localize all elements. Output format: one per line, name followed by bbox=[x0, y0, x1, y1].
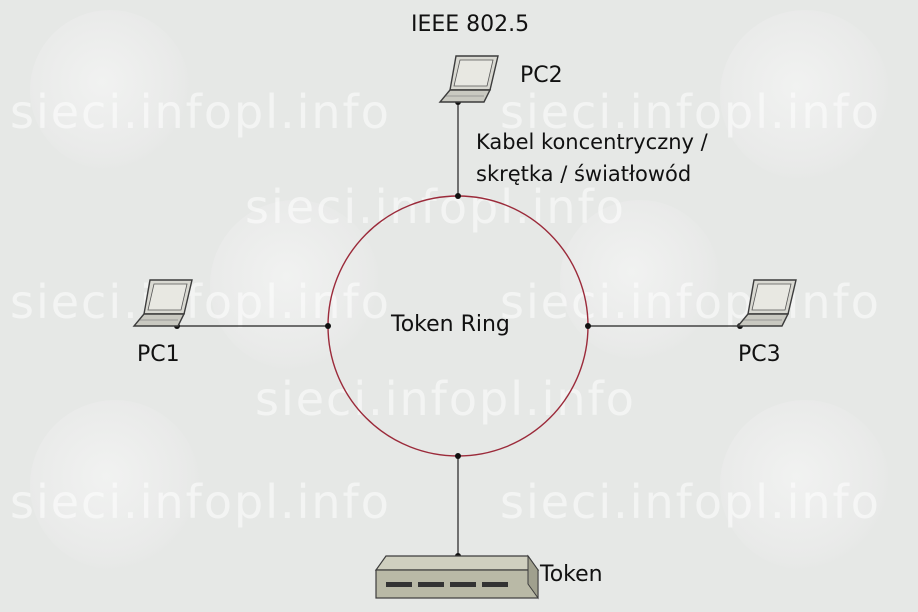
token-label: Token bbox=[540, 562, 603, 587]
pc2-label: PC2 bbox=[520, 63, 563, 88]
junction-dot bbox=[325, 323, 331, 329]
pc1-label: PC1 bbox=[137, 342, 180, 367]
ring-label: Token Ring bbox=[391, 312, 510, 337]
cable-label-line2: skrętka / światłowód bbox=[476, 162, 692, 186]
junction-dot bbox=[455, 193, 461, 199]
laptop-icon bbox=[736, 279, 797, 327]
pc3-label: PC3 bbox=[738, 342, 781, 367]
junction-dot bbox=[585, 323, 591, 329]
laptop-icon bbox=[132, 279, 193, 327]
hub-icon bbox=[374, 554, 540, 600]
laptop-icon bbox=[438, 55, 499, 103]
cable-label-line1: Kabel koncentryczny / bbox=[476, 130, 708, 154]
junction-dot bbox=[455, 453, 461, 459]
diagram-title: IEEE 802.5 bbox=[411, 12, 530, 37]
